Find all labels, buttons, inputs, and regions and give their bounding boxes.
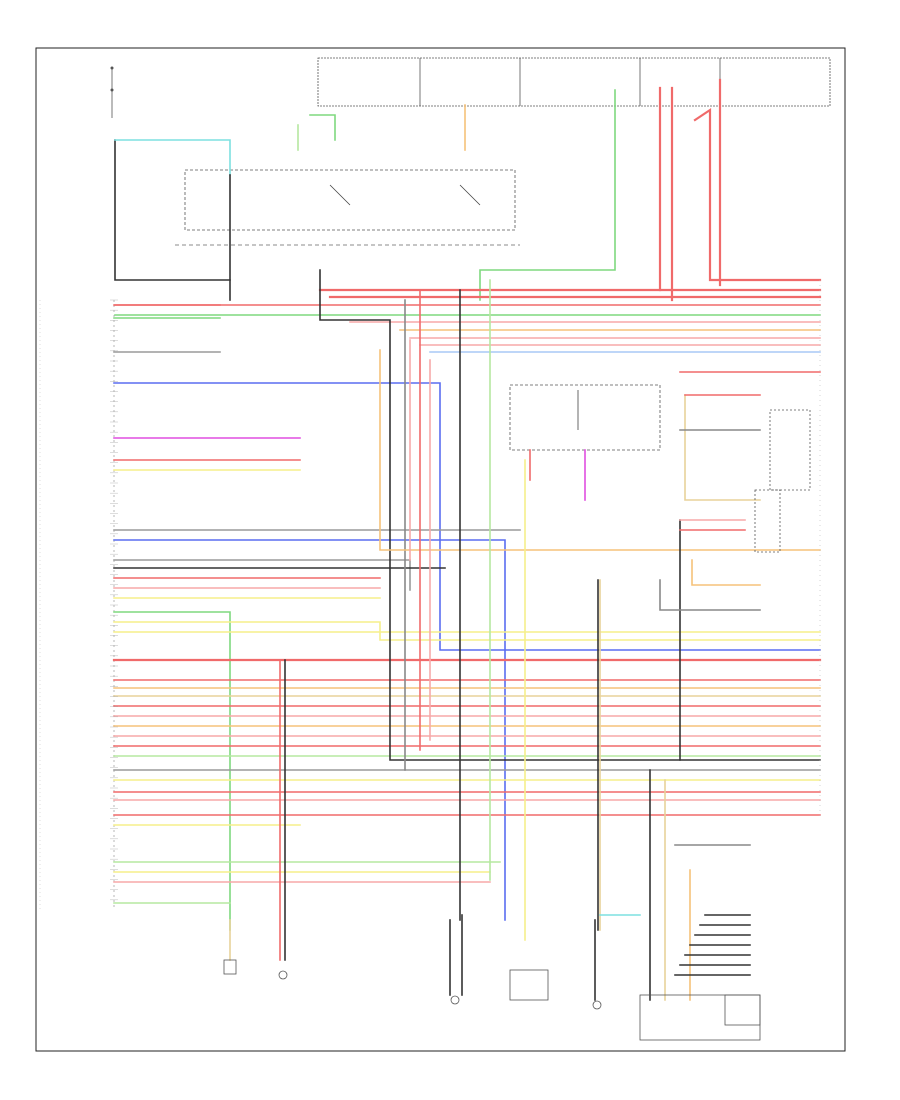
pcm-connector — [39, 300, 115, 910]
transmission-connector — [639, 769, 761, 1041]
vertical-trunks — [319, 269, 821, 941]
diagram-frame — [35, 47, 846, 1052]
pcm-pin-wires — [112, 304, 822, 931]
bottom-sensors — [223, 659, 641, 1010]
ignition-feed-wires — [114, 78, 822, 302]
sensor-box — [509, 384, 661, 501]
relay-block — [175, 169, 520, 246]
right-sensors — [659, 394, 811, 761]
top-power-section — [110, 57, 831, 118]
upper-bus-wires — [114, 288, 822, 373]
ignition-switch-symbol — [110, 66, 114, 118]
